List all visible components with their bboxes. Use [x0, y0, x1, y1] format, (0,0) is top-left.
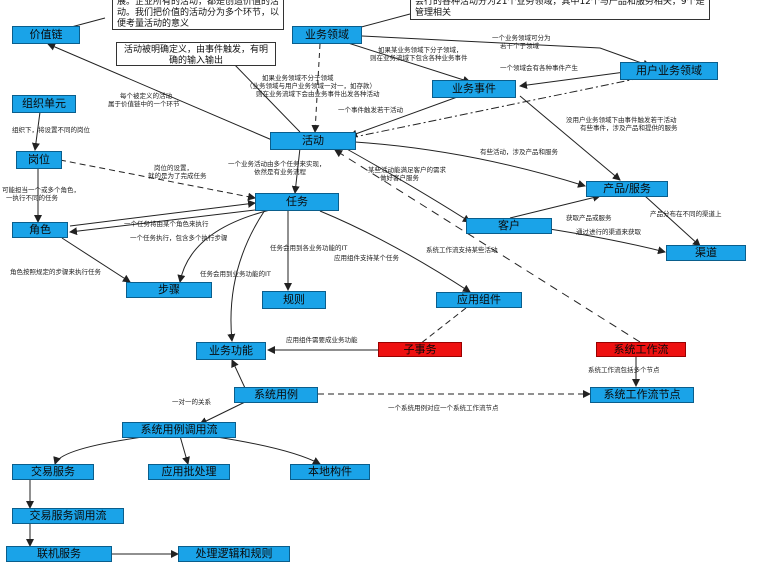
node-system-use-case[interactable]: 系统用例 [234, 387, 318, 403]
node-batch-app[interactable]: 应用批处理 [148, 464, 230, 480]
node-system-workflow[interactable]: 系统工作流 [596, 342, 686, 357]
edge-label: 属于价值链中的一个环节 [108, 100, 180, 108]
edge-userdomain-activity [339, 77, 641, 143]
edge-label: 组织下，将设置不同的岗位 [12, 126, 90, 134]
edge-label: 则在业务流域下包含各种业务事件 [370, 54, 468, 62]
edge-label: 通过进行的渠道来获取 [576, 228, 641, 236]
edge-label: 获取产品或服务 [566, 214, 612, 222]
edge-label: 系统工作流包括多个节点 [588, 366, 660, 374]
node-business-function[interactable]: 业务功能 [196, 342, 266, 360]
edge-usecase-bizfunc [231, 359, 246, 389]
edge-task-app [319, 210, 471, 293]
edge-label: 则在业务流域下会由业务事件出发各种活动 [256, 90, 380, 98]
node-logic-rule[interactable]: 处理逻辑和规则 [178, 546, 290, 562]
edge-task-step [177, 209, 271, 283]
edge-domain-event [344, 41, 471, 84]
edge-label: 一个业务领域可分为 [492, 34, 551, 42]
edge-label: 产品分布在不同的渠道上 [650, 210, 722, 218]
edge-call-batch [179, 435, 190, 465]
edge-label: 系统工作流支持某些活动 [426, 246, 498, 254]
edge-label: 一个事件触发若干活动 [338, 106, 403, 114]
edge-label: 一对一的关系 [172, 398, 211, 406]
node-local-component[interactable]: 本地构件 [290, 464, 370, 480]
edge-userdomain-event [519, 71, 626, 90]
edge-label: 每个被定义的活动 [120, 92, 172, 100]
node-use-case-call[interactable]: 系统用例调用流 [122, 422, 236, 438]
edge-event-product [519, 95, 621, 181]
edge-label: 没用户业务领域下由事件触发若干活动 [566, 116, 677, 124]
edge-org-position [31, 111, 41, 151]
node-channel[interactable]: 渠道 [666, 245, 746, 261]
edge-label: 一个领域会有各种事件产生 [500, 64, 578, 72]
node-system-workflow-node[interactable]: 系统工作流节点 [590, 387, 694, 403]
edge-app-subtx [419, 307, 467, 345]
edge-label: 如果业务领域不分子领域 [262, 74, 334, 82]
node-role[interactable]: 角色 [12, 222, 68, 238]
node-business-event[interactable]: 业务事件 [432, 80, 516, 98]
edge-label: 有些事件，涉及产品和提供的服务 [580, 124, 678, 132]
edge-event-activity [349, 95, 461, 138]
edge-label: 如果某业务领域下分子领域， [378, 46, 463, 54]
node-transaction-service[interactable]: 交易服务 [12, 464, 94, 480]
edge-label: 一个系统用例对应一个系统工作流节点 [388, 404, 499, 412]
node-step[interactable]: 步骤 [126, 282, 212, 298]
node-user-business-domain[interactable]: 用户业务领域 [620, 62, 718, 80]
edge-label: 做好客户服务 [380, 174, 419, 182]
node-transaction-service-call[interactable]: 交易服务调用流 [12, 508, 124, 524]
node-business-domain[interactable]: 业务领域 [292, 26, 362, 44]
node-rule[interactable]: 规则 [262, 291, 326, 309]
note-value-chain: 展。企业所有的活动，都是创造价值的活动。我们把价值的活动分为多个环节，以便考量活… [112, 0, 284, 30]
node-product-service[interactable]: 产品/服务 [586, 181, 668, 197]
note-business-domain: 会行的各种活动分为21个业务领域，其中12个与产品和服务相关，9个是管理相关 [410, 0, 710, 20]
edge-product-channel [644, 195, 701, 247]
node-customer[interactable]: 客户 [466, 218, 552, 234]
edge-label: 一个业务活动由多个任务来实现， [228, 160, 326, 168]
edge-label: 任务会用到业务功能的IT [200, 270, 271, 278]
edge-activity-product [354, 141, 586, 188]
edge-task-bizfunc [227, 209, 266, 342]
node-activity[interactable]: 活动 [270, 132, 356, 150]
edge-customer-product [509, 193, 601, 219]
edge-task-role [69, 209, 256, 236]
edge-label: 一个任务将由某个角色来执行 [124, 220, 209, 228]
edge-role-task [69, 199, 256, 227]
node-position[interactable]: 岗位 [16, 151, 62, 169]
node-sub-transaction[interactable]: 子事务 [378, 342, 462, 357]
edge-label: 一执行不同的任务 [6, 194, 58, 202]
edge-call-transaction [53, 435, 151, 465]
edge-label: 依然是有业务流程 [254, 168, 306, 176]
edge-role-step [61, 237, 131, 283]
node-app-component[interactable]: 应用组件 [436, 292, 522, 308]
edge-label: 角色按照规定的步骤来执行任务 [10, 268, 101, 276]
note-activity-definition: 活动被明确定义，由事件触发，有明确的输入输出 [116, 42, 276, 66]
edge-call-local [209, 435, 321, 465]
edge-domain-userdomain [361, 35, 651, 68]
edge-label: 有些活动，涉及产品和服务 [480, 148, 558, 156]
node-task[interactable]: 任务 [255, 193, 339, 211]
edge-label: 应用组件支持某个任务 [334, 254, 399, 262]
edge-usecase-call [199, 401, 246, 425]
edge-label: （业务领域与用户业务领域一对一，如存款） [246, 82, 376, 90]
node-org-unit[interactable]: 组织单元 [12, 95, 76, 113]
edge-label: 可能担当一个或多个角色， [2, 186, 80, 194]
edge-activity-valuechain [47, 43, 273, 141]
edge-label: 某些活动能满足客户的需求 [368, 166, 446, 174]
edge-activity-task [291, 147, 301, 194]
edge-note-activity [231, 61, 301, 133]
edge-label: 任务会用到各业务功能的IT [270, 244, 348, 252]
node-online-service[interactable]: 联机服务 [6, 546, 112, 562]
edge-position-task [59, 159, 256, 201]
edge-activity-customer [344, 147, 471, 223]
edge-workflow-activity [334, 149, 641, 343]
edge-label: 若干个子领域 [500, 42, 539, 50]
edge-label: 应用组件需要成业务功能 [286, 336, 358, 344]
edge-label: 一个任务执行，包含多个执行步骤 [130, 234, 228, 242]
edge-label: 就的是为了完成任务 [148, 172, 207, 180]
edge-label: 岗位的设置， [154, 164, 193, 172]
edge-domain-activity [311, 43, 321, 133]
node-value-chain[interactable]: 价值链 [12, 26, 80, 44]
